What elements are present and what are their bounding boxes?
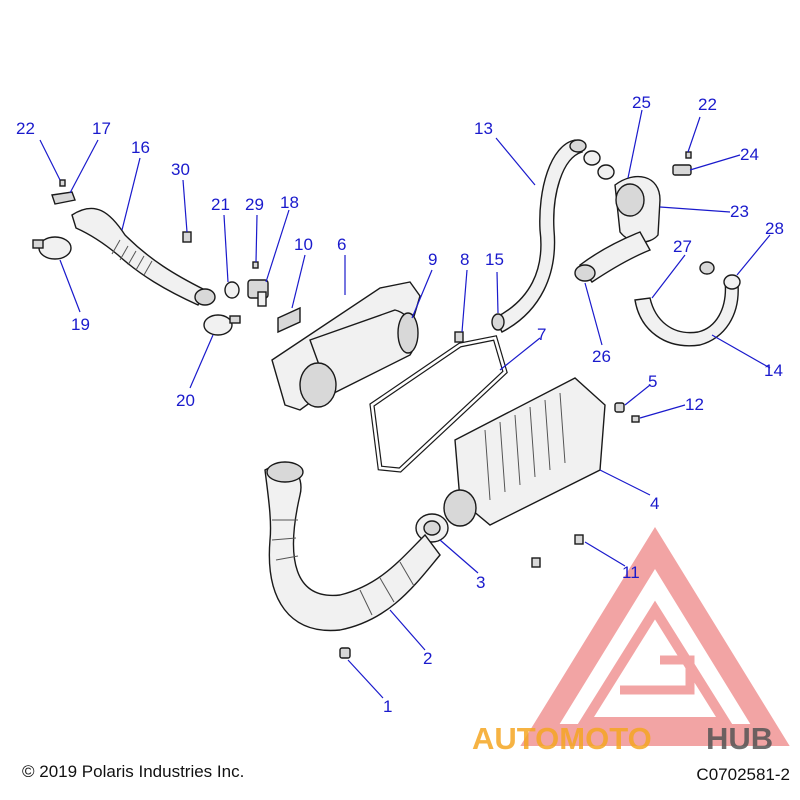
callout-17: 17 <box>92 119 111 138</box>
callout-19: 19 <box>71 315 90 334</box>
part-30-bolt <box>182 231 192 243</box>
part-28-end <box>723 274 741 290</box>
part-4-airbox-base <box>443 377 606 527</box>
part-22-screw-left <box>59 179 66 187</box>
part-7-gasket <box>369 335 508 473</box>
callout-12: 12 <box>685 395 704 414</box>
part-14-hose <box>634 278 739 347</box>
part-17-clip <box>51 191 76 205</box>
callout-27: 27 <box>673 237 692 256</box>
part-22-screw-right <box>685 151 692 159</box>
callout-22-right: 22 <box>698 95 717 114</box>
part-20-clamp <box>203 314 241 336</box>
part-18-valve <box>247 279 269 307</box>
part-19-clamp <box>32 236 72 260</box>
figure-id: C0702581-2 <box>696 765 790 784</box>
callout-26: 26 <box>592 347 611 366</box>
part-16-intake-duct <box>71 207 216 306</box>
callout-16: 16 <box>131 138 150 157</box>
watermark-text-automoto: AUTOMOTO <box>472 721 652 756</box>
callout-30: 30 <box>171 160 190 179</box>
watermark-text-hub: HUB <box>706 721 773 756</box>
part-12-screw <box>631 415 640 423</box>
part-3-coupler <box>415 513 449 543</box>
callout-13: 13 <box>474 119 493 138</box>
part-29-fitting <box>252 261 259 269</box>
watermark-logo <box>520 527 790 746</box>
callout-14: 14 <box>764 361 783 380</box>
part-8-clip <box>454 331 464 343</box>
callout-7: 7 <box>537 325 546 344</box>
part-24-clip <box>672 164 692 176</box>
callout-11: 11 <box>622 563 640 582</box>
callout-10: 10 <box>294 235 313 254</box>
callout-1: 1 <box>383 697 392 716</box>
part-1-drain <box>339 647 351 659</box>
callout-22-left: 22 <box>16 119 35 138</box>
part-26-elbow <box>574 231 651 283</box>
part-21-ring <box>224 281 240 299</box>
part-10-label <box>277 306 301 334</box>
callout-2: 2 <box>423 649 432 668</box>
part-27-cap <box>699 261 715 275</box>
callout-15: 15 <box>485 250 504 269</box>
callout-28: 28 <box>765 219 784 238</box>
copyright-text: © 2019 Polaris Industries Inc. <box>22 762 245 781</box>
part-9-air-filter <box>299 309 419 408</box>
callout-4: 4 <box>650 494 659 513</box>
callout-9: 9 <box>428 250 437 269</box>
callout-3: 3 <box>476 573 485 592</box>
callout-8: 8 <box>460 250 469 269</box>
callout-5: 5 <box>648 372 657 391</box>
part-25-sleeve <box>583 150 615 180</box>
leader-lines <box>39 109 771 699</box>
part-13-hose <box>494 139 587 333</box>
callout-18: 18 <box>280 193 299 212</box>
callout-21: 21 <box>211 195 230 214</box>
part-5-grommet <box>614 402 625 413</box>
callout-25: 25 <box>632 93 651 112</box>
callout-29: 29 <box>245 195 264 214</box>
part-15-ring <box>491 313 505 331</box>
callout-23: 23 <box>730 202 749 221</box>
callout-20: 20 <box>176 391 195 410</box>
callout-6: 6 <box>337 235 346 254</box>
callout-24: 24 <box>740 145 759 164</box>
part-2-intake-hose <box>264 461 441 632</box>
part-11-fasteners <box>531 534 584 568</box>
